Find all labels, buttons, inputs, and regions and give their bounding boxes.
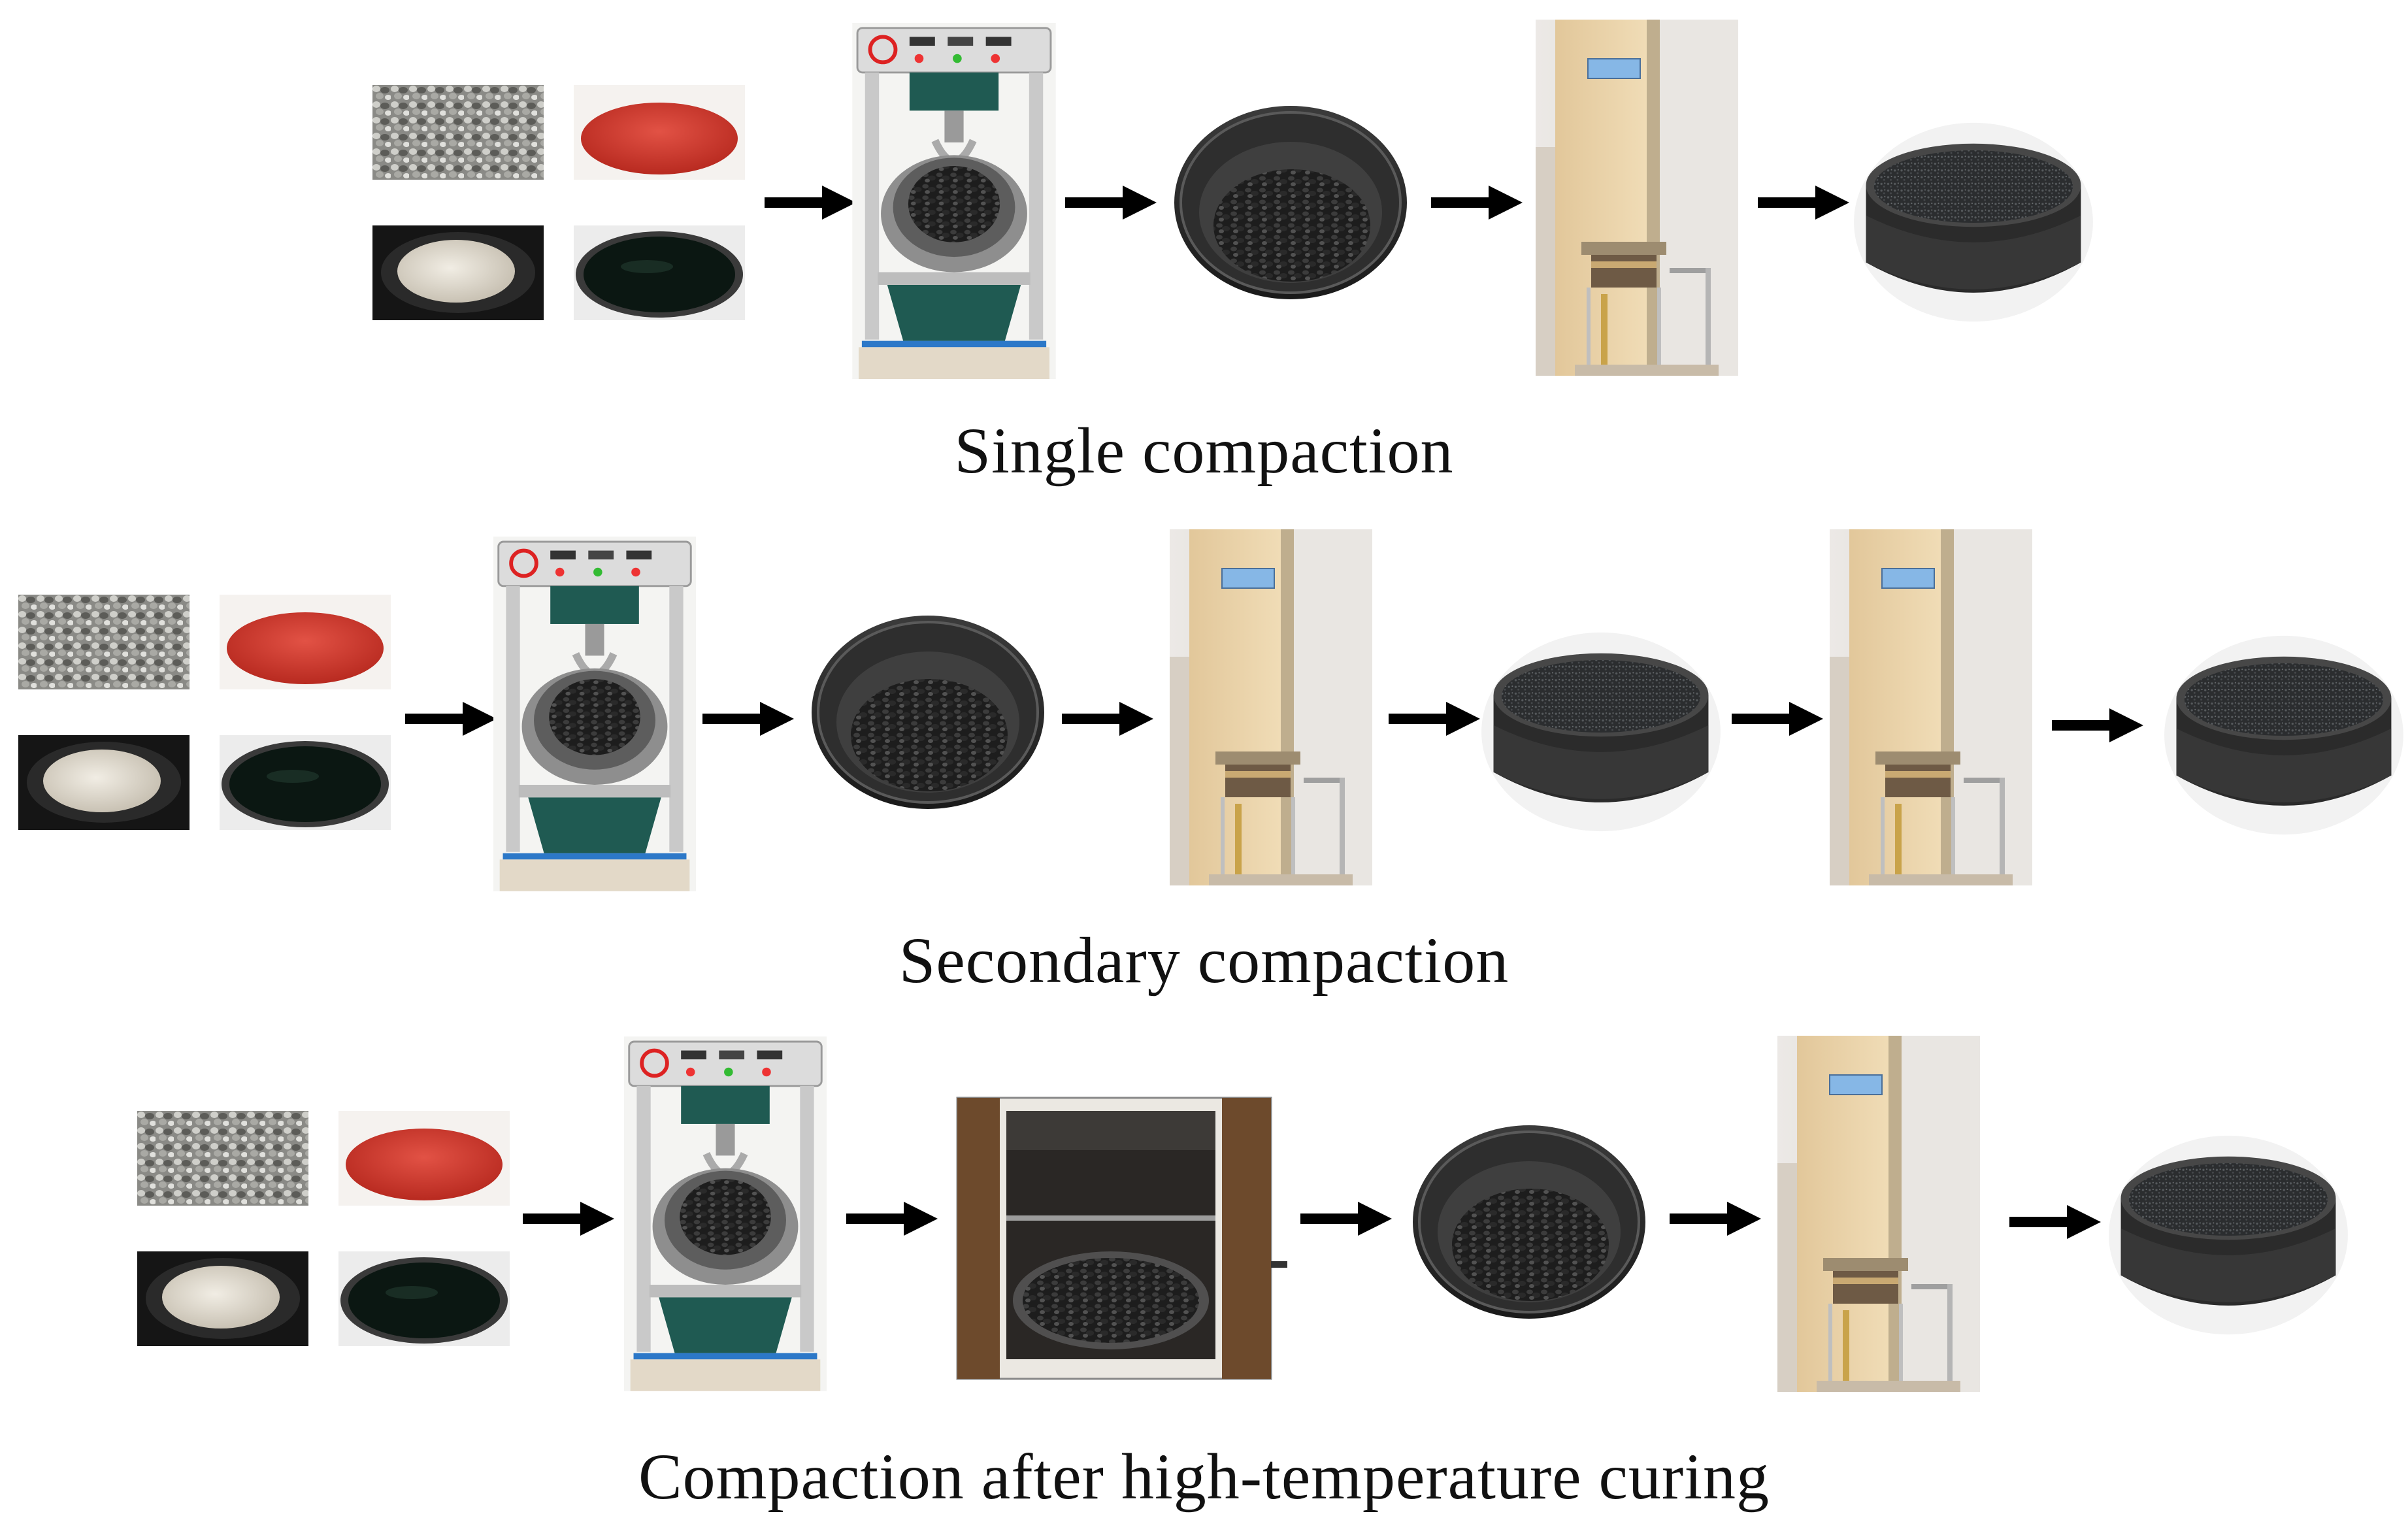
arrow-icon (1431, 183, 1523, 222)
arrow-icon (1389, 699, 1480, 738)
arrow-icon (2052, 706, 2143, 745)
row-curing-compaction (0, 1026, 2408, 1457)
arrow-icon (1670, 1199, 1761, 1238)
caption-single-compaction: Single compaction (954, 414, 1454, 487)
oven-photo (951, 1091, 1291, 1385)
arrow-icon (765, 183, 856, 222)
mixer-photo (624, 1036, 827, 1392)
compactor-photo (1170, 529, 1372, 885)
arrow-icon (2009, 1202, 2101, 1242)
arrow-icon (1065, 183, 1157, 222)
sample-photo (1480, 627, 1722, 836)
mixer-photo (493, 536, 696, 892)
caption-secondary-compaction: Secondary compaction (899, 924, 1509, 997)
compactor-photo (1777, 1036, 1980, 1392)
arrow-icon (1300, 1199, 1392, 1238)
sample-photo (2107, 1131, 2349, 1340)
mixer-photo (849, 23, 1059, 379)
compactor-photo (1830, 529, 2032, 885)
arrow-icon (1758, 183, 1849, 222)
caption-curing-compaction: Compaction after high-temperature curing (638, 1440, 1770, 1513)
compactor-photo (1536, 20, 1738, 376)
materials-group (18, 595, 391, 830)
bowl-photo (1405, 1124, 1653, 1320)
arrow-icon (523, 1199, 614, 1238)
materials-group (372, 85, 745, 320)
arrow-icon (405, 699, 497, 738)
bowl-photo (804, 614, 1052, 810)
arrow-icon (1732, 699, 1823, 738)
sample-photo (1853, 118, 2094, 327)
arrow-icon (1062, 699, 1153, 738)
arrow-icon (702, 699, 794, 738)
materials-group (137, 1111, 510, 1346)
sample-photo (2163, 631, 2405, 840)
bowl-photo (1166, 105, 1415, 301)
arrow-icon (846, 1199, 938, 1238)
